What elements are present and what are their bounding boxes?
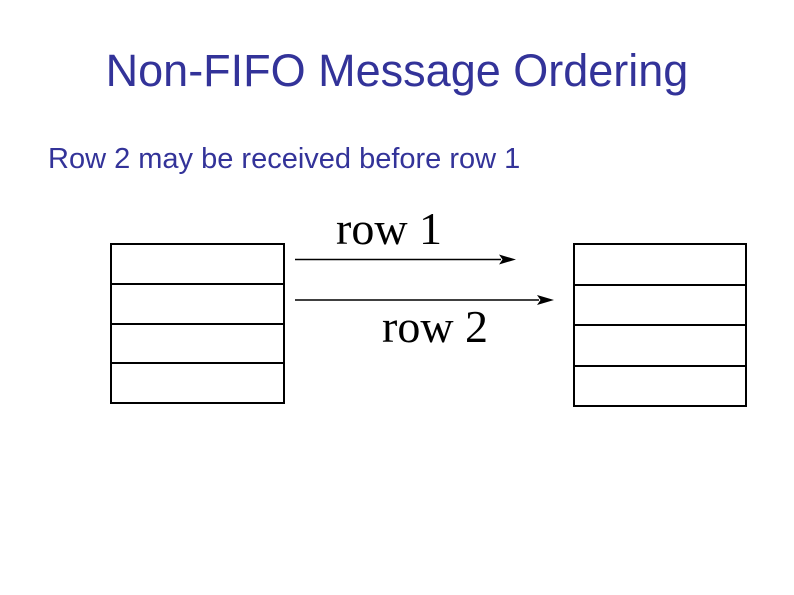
table-row	[575, 245, 745, 284]
table-row	[112, 245, 283, 283]
subtitle-text: Row 2 may be received before row 1	[48, 143, 521, 175]
row1-message-arrow	[295, 254, 516, 265]
table-row	[575, 283, 745, 325]
receiver-queue-table	[573, 243, 747, 407]
message-label-row1: row 1	[336, 203, 443, 254]
sender-queue-table	[110, 243, 285, 404]
page-title: Non-FIFO Message Ordering	[105, 45, 689, 96]
arrowhead-icon	[537, 295, 554, 305]
table-row	[112, 322, 283, 363]
table-row	[112, 282, 283, 323]
table-row	[575, 364, 745, 406]
arrowhead-icon	[499, 254, 516, 265]
table-row	[575, 324, 745, 365]
message-label-row2: row 2	[382, 301, 489, 352]
table-row	[112, 362, 283, 402]
